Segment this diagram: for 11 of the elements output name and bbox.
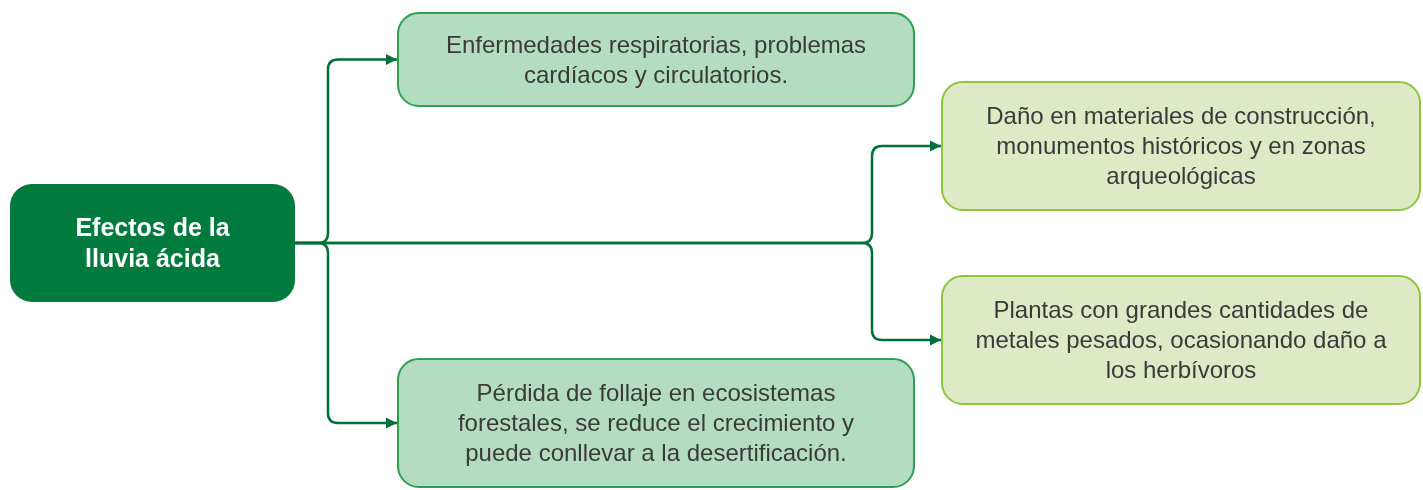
effect-box <box>397 358 915 488</box>
effect-box <box>941 275 1421 405</box>
effect-text: Pérdida de follaje en ecosistemas forestales, se reduce el crecimiento y puede conllevar a la desertificación. <box>456 378 856 468</box>
effect-text: Daño en materiales de construcción, monumentos históricos y en zonas arqueológicas <box>985 101 1377 191</box>
topic-box <box>10 184 295 302</box>
topic-title: Efectos de la lluvia ácida <box>74 211 231 274</box>
connector-arrow <box>295 241 397 429</box>
effect-box <box>397 12 915 107</box>
effect-text: Enfermedades respiratorias, problemas cardíacos y circulatorios. <box>444 29 868 90</box>
effect-text: Plantas con grandes cantidades de metales pesados, ocasionando daño a los herbívoros <box>974 295 1388 385</box>
effect-box <box>941 81 1421 211</box>
